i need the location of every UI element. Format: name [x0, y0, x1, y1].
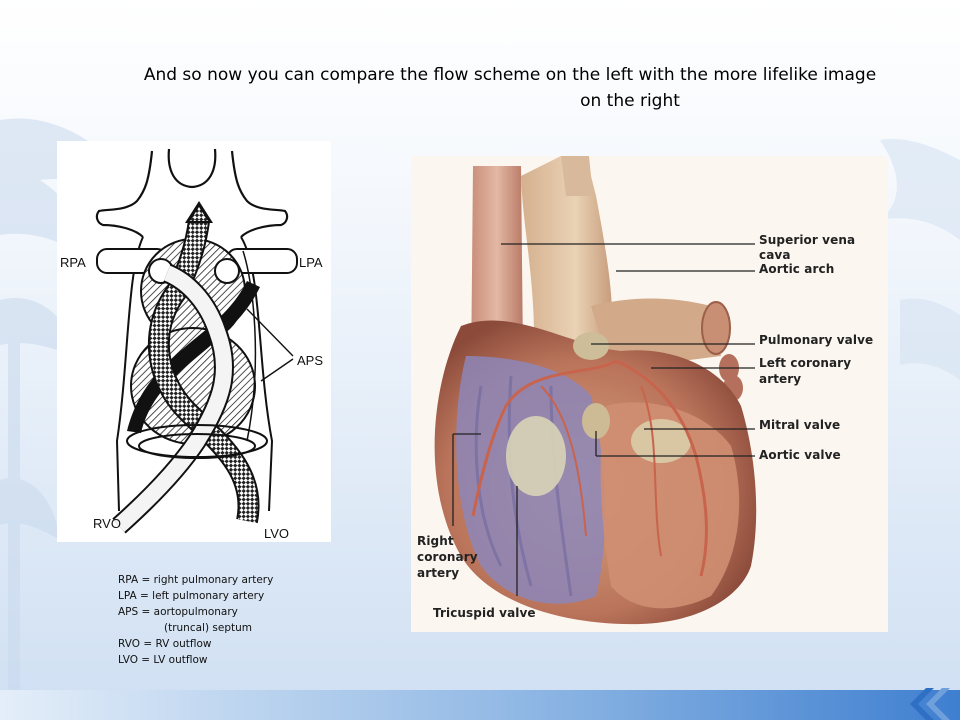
legend-line: (truncal) septum [164, 622, 252, 634]
flow-scheme-diagram: RPA LPA APS RVO LVO [57, 141, 331, 542]
chevron-left-icon[interactable] [896, 686, 956, 720]
legend-line: LPA = left pulmonary artery [118, 590, 265, 602]
label-pulmonary-valve: Pulmonary valve [759, 333, 874, 347]
legend-line: APS = aortopulmonary [118, 606, 238, 618]
label-left-coronary-artery-line-2: artery [759, 372, 802, 386]
footer-bar [0, 690, 960, 720]
legend-line: RVO = RV outflow [118, 638, 212, 650]
heart-drawing [434, 156, 757, 625]
label-right-coronary-artery-line-1: Right [417, 534, 454, 548]
label-aortic-arch: Aortic arch [759, 262, 835, 276]
label-lpa: LPA [299, 255, 323, 270]
label-left-coronary-artery-line-1: Left coronary [759, 356, 852, 370]
heart-illustration: Superior vena cava Aortic arch Pulmonary… [411, 156, 888, 632]
slide-title-line-2: on the right [580, 91, 680, 111]
label-aps: APS [297, 353, 324, 368]
slide-title: And so now you can compare the flow sche… [40, 62, 920, 114]
label-rvo: RVO [93, 516, 121, 531]
flow-scheme-drawing [95, 148, 298, 534]
label-superior-vena-cava: Superior vena cava [759, 233, 856, 262]
slide-title-line-1: And so now you can compare the flow sche… [143, 65, 877, 85]
label-aortic-valve: Aortic valve [759, 448, 841, 462]
legend-line: LVO = LV outflow [118, 654, 208, 666]
label-lvo: LVO [264, 526, 290, 541]
label-right-coronary-artery-line-2: coronary [417, 550, 478, 564]
legend-line: RPA = right pulmonary artery [118, 574, 274, 586]
abbreviation-legend: RPA = right pulmonary artery LPA = left … [118, 572, 273, 668]
label-tricuspid-valve: Tricuspid valve [433, 606, 536, 620]
label-right-coronary-artery-line-3: artery [417, 566, 460, 580]
label-rpa: RPA [60, 255, 86, 270]
label-mitral-valve: Mitral valve [759, 418, 841, 432]
